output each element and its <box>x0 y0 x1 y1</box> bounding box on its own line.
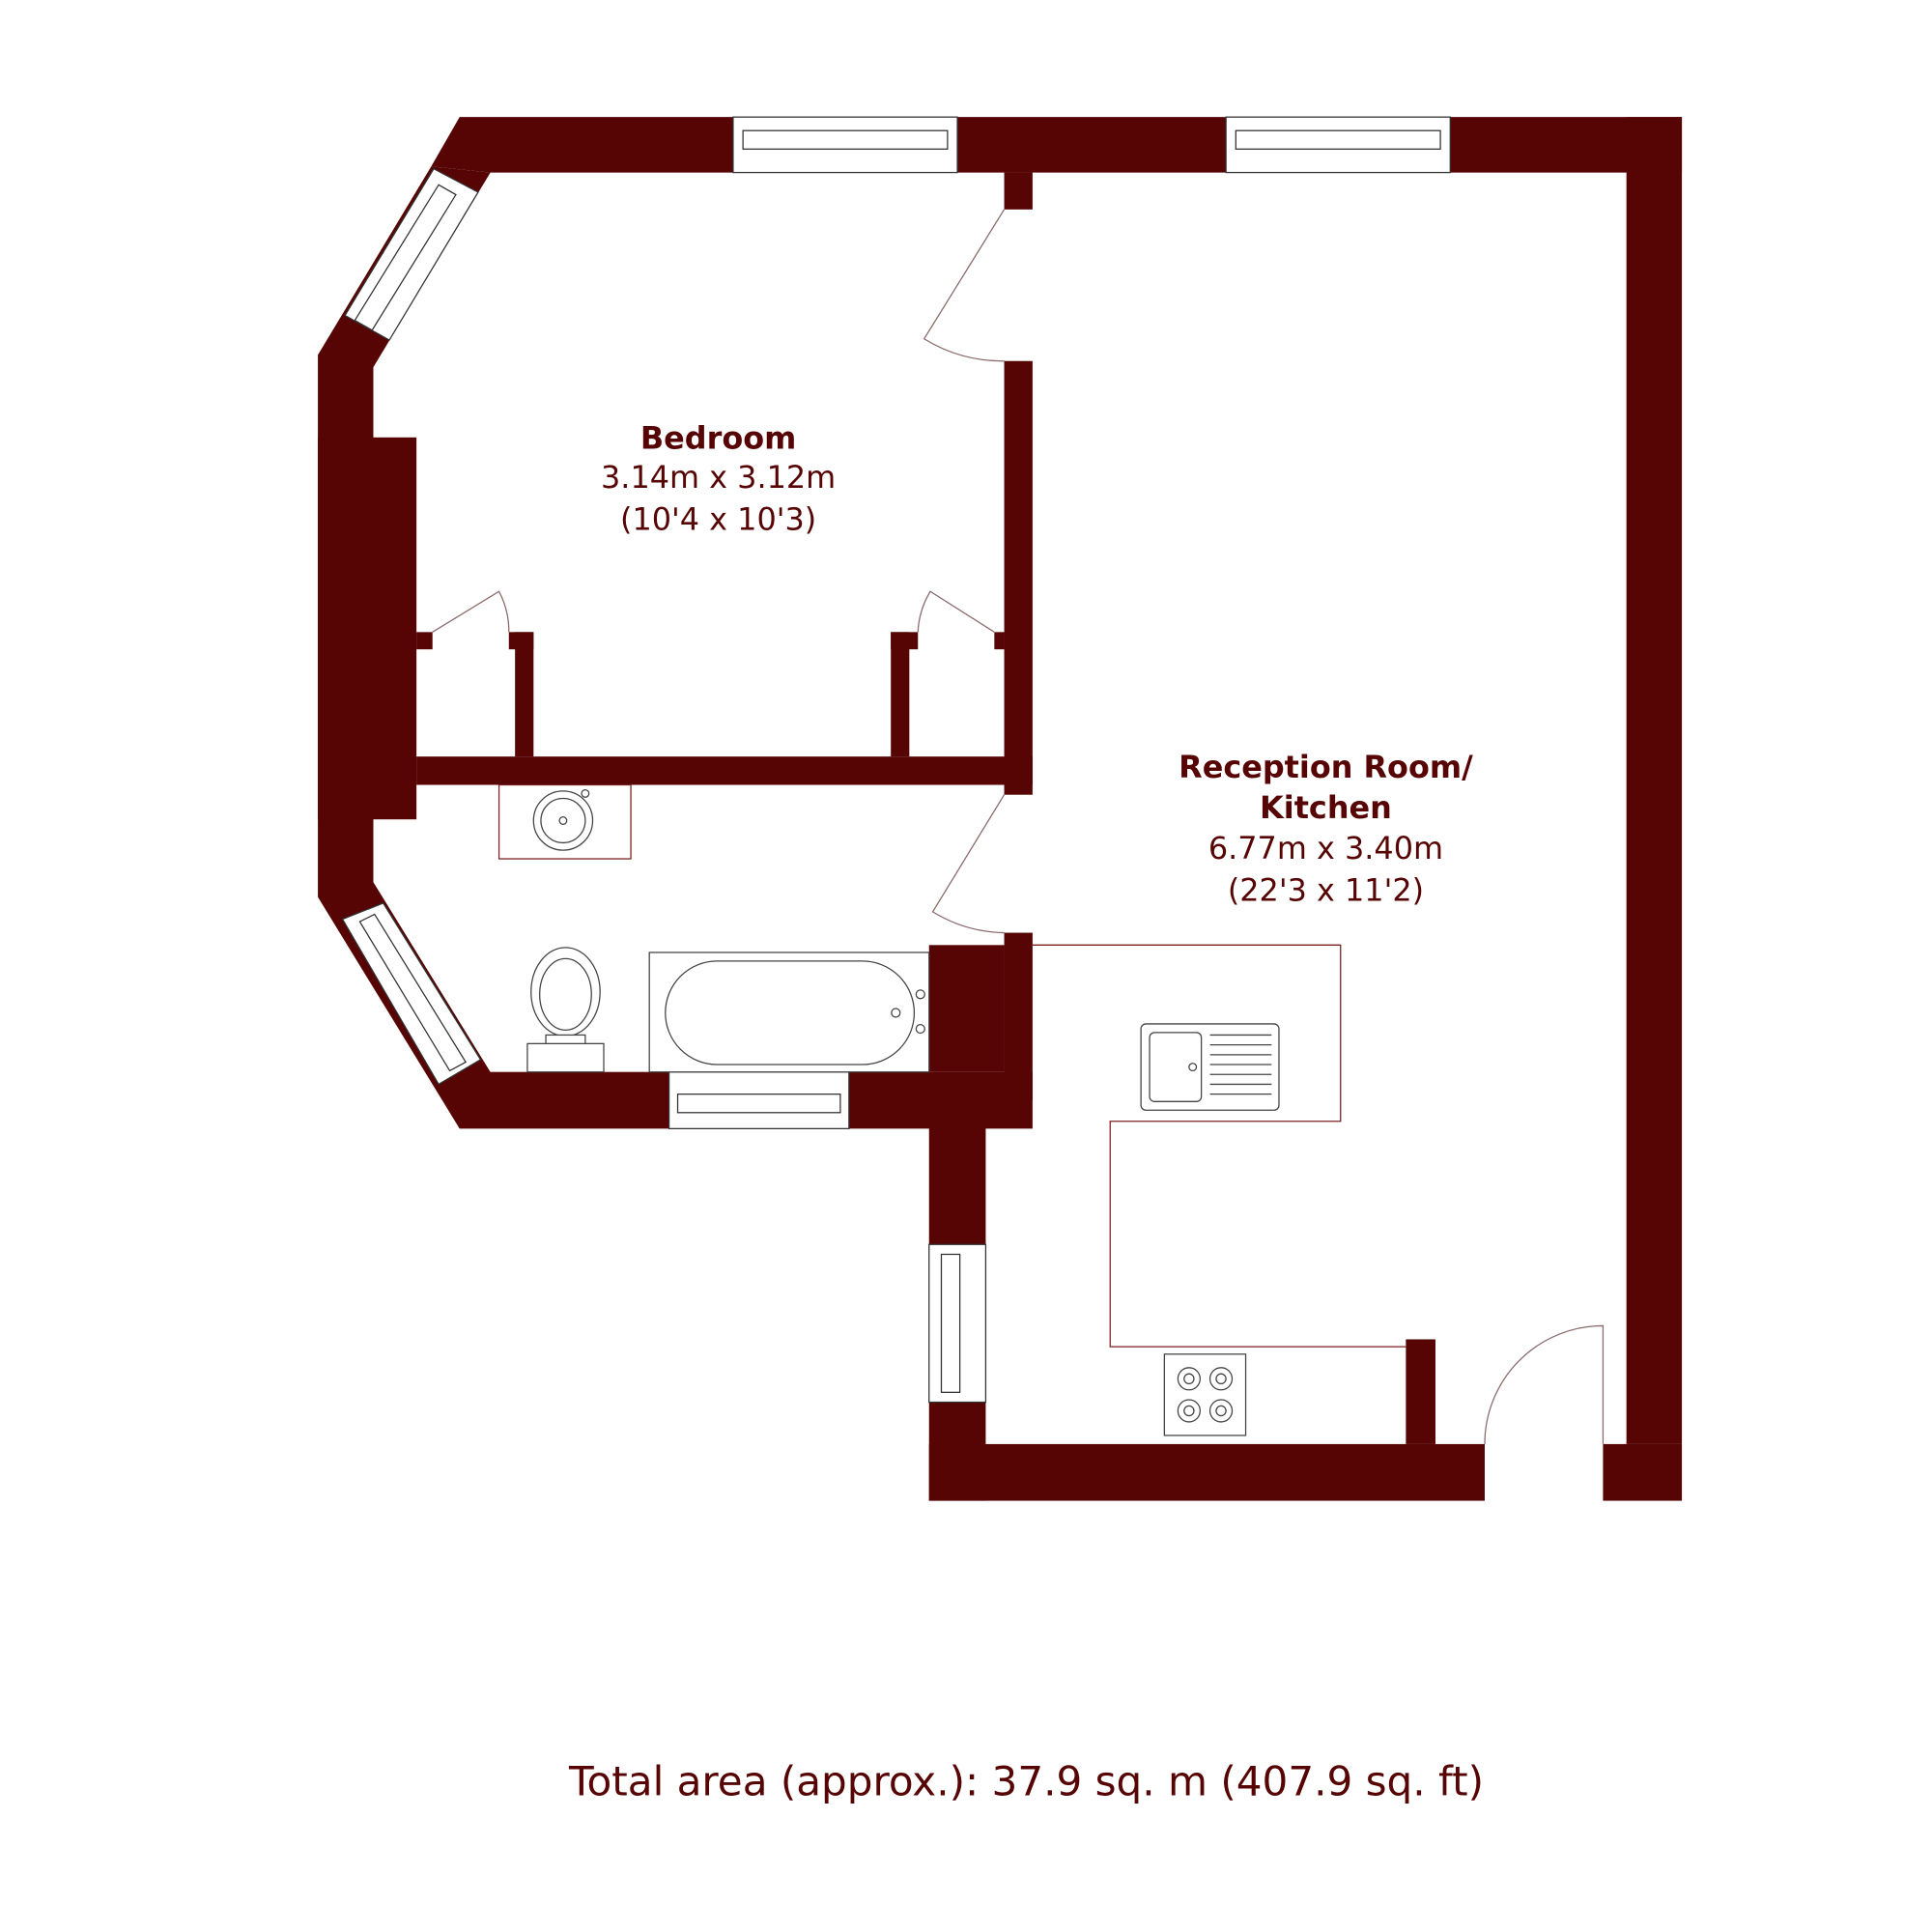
fixtures <box>497 783 1406 1436</box>
wardrobe-jamb <box>416 632 433 650</box>
room-metric: 3.14m x 3.12m <box>601 459 836 496</box>
partition-wall <box>1004 360 1033 795</box>
kitchen-sink <box>1140 1023 1280 1111</box>
wall-stub <box>1406 1339 1435 1444</box>
south-wall <box>928 1443 1485 1501</box>
toilet <box>526 947 605 1073</box>
bath <box>648 952 930 1073</box>
bathroom-divider-wall <box>416 756 1033 785</box>
wardrobe-jamb <box>994 632 1005 650</box>
boxing <box>928 945 1005 1072</box>
entrance-door <box>1484 1324 1605 1444</box>
bedroom-label: Bedroom 3.14m x 3.12m (10'4 x 10'3) <box>601 419 836 537</box>
partition-wall <box>1004 172 1033 210</box>
window-bathroom <box>668 1071 850 1130</box>
room-metric: 6.77m x 3.40m <box>1208 830 1443 867</box>
walls <box>318 117 1683 1501</box>
kitchen-counter <box>1032 944 1406 1348</box>
room-imperial: (22'3 x 11'2) <box>1228 871 1424 908</box>
room-imperial: (10'4 x 10'3) <box>620 500 816 537</box>
wardrobe-jamb <box>891 632 919 650</box>
window-nw-bay <box>344 167 479 341</box>
wardrobe-wall <box>891 632 910 757</box>
room-name: Bedroom <box>640 419 796 456</box>
wardrobe-door-right <box>917 590 995 633</box>
top-wall <box>431 117 1683 173</box>
basin <box>497 783 632 860</box>
wardrobe-jamb <box>508 632 534 650</box>
bedroom-door <box>923 209 1006 362</box>
windows <box>341 116 1451 1404</box>
hob <box>1163 1353 1247 1436</box>
total-area: Total area (approx.): 37.9 sq. m (407.9 … <box>568 1757 1484 1804</box>
south-wall <box>1603 1443 1683 1501</box>
wardrobe-wall <box>515 632 534 757</box>
room-name: Reception Room/ <box>1179 749 1473 785</box>
reception-label: Reception Room/ Kitchen 6.77m x 3.40m (2… <box>1179 749 1473 909</box>
wardrobe-door-left <box>432 590 510 633</box>
partition-wall <box>1004 932 1033 1101</box>
window-top-1 <box>732 116 958 174</box>
east-wall <box>1626 117 1683 1444</box>
bathroom-door <box>931 794 1006 934</box>
window-kitchen <box>928 1243 987 1404</box>
window-top-2 <box>1225 116 1451 174</box>
doors <box>432 209 1605 1444</box>
window-sw-bay <box>341 902 482 1086</box>
chimney-breast <box>318 437 417 820</box>
room-name: Kitchen <box>1260 789 1392 826</box>
